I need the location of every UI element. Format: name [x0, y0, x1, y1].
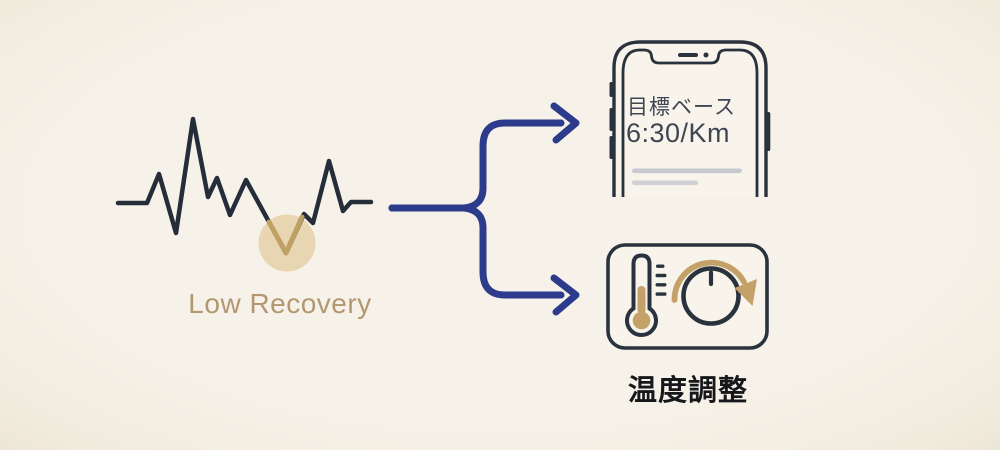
- phone-pace-value: 6:30/Km: [626, 118, 731, 148]
- phone-screen-bezel: [621, 48, 759, 197]
- phone-side-button: [609, 82, 613, 97]
- branch-arrow-upper: [388, 119, 565, 212]
- phone-placeholder-line: [632, 180, 698, 186]
- phone-speaker-icon: [678, 53, 698, 57]
- ecg-waveform-icon: [115, 116, 374, 256]
- phone-outer-frame: [612, 40, 768, 197]
- thermometer-bulb: [632, 311, 651, 330]
- phone-side-button: [609, 108, 613, 131]
- rotate-arrow-head: [734, 279, 757, 306]
- rotate-clockwise-arrow-icon: [671, 259, 747, 303]
- phone-pace-title: 目標ベース: [627, 96, 736, 119]
- branch-arrow-upper-head: [550, 102, 580, 144]
- temperature-adjust-label: 温度調整: [627, 375, 748, 407]
- phone-camera-icon: [703, 52, 709, 58]
- thermometer-ticks: [655, 264, 667, 296]
- branch-arrows-icon: [388, 102, 580, 316]
- dip-segment: [266, 214, 305, 256]
- low-recovery-label: Low Recovery: [188, 288, 372, 319]
- thermostat-dial-icon: [606, 243, 769, 350]
- dial-knob-icon: [681, 266, 741, 326]
- phone-placeholder-line: [632, 168, 742, 174]
- smartphone-icon: [609, 40, 771, 197]
- branch-arrow-lower-head: [550, 274, 580, 316]
- phone-side-button: [609, 136, 613, 159]
- phone-power-button: [766, 112, 771, 151]
- thermometer-mercury: [637, 286, 646, 314]
- branch-arrow-lower: [388, 204, 565, 299]
